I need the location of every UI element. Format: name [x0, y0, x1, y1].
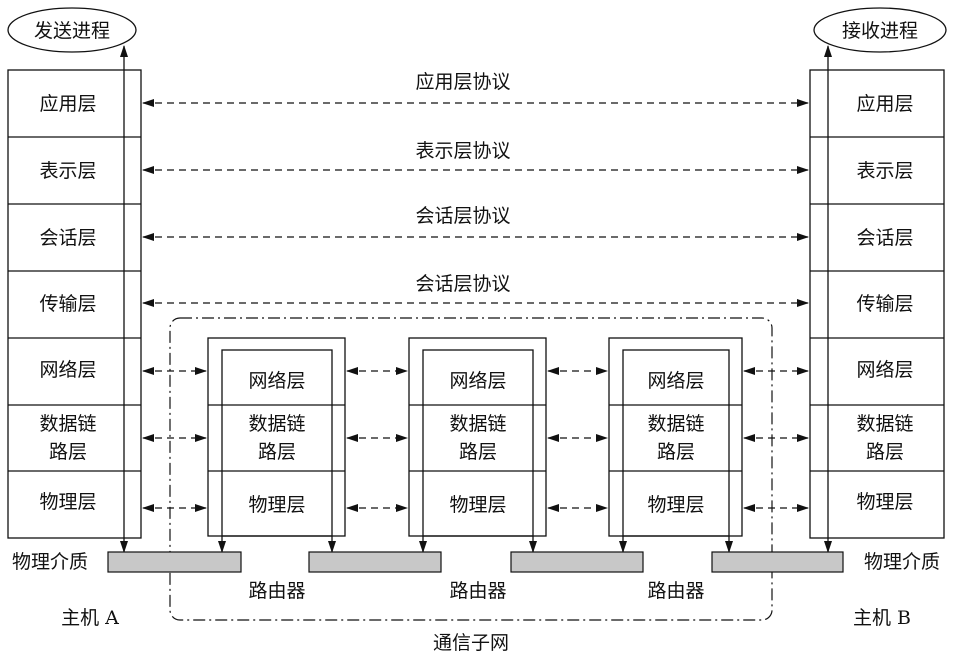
medium-segment-3	[510, 551, 644, 573]
host-a-layer-session: 会话层	[39, 227, 96, 249]
medium-label-left: 物理介质	[12, 551, 88, 573]
host-b-layer-physical: 物理层	[856, 491, 913, 513]
router-1-layer-datalink-2: 路层	[258, 441, 296, 463]
router-3-layer-network: 网络层	[647, 370, 704, 392]
host-a-layer-datalink-2: 路层	[49, 441, 87, 463]
receive-process-label: 接收进程	[842, 20, 918, 42]
router-1-layer-network: 网络层	[248, 370, 305, 392]
router-1-layer-datalink-1: 数据链	[248, 413, 305, 435]
host-b-layer-datalink-1: 数据链	[856, 413, 913, 435]
medium-segment-1	[107, 551, 242, 573]
router-2-layer-network: 网络层	[449, 370, 506, 392]
router-1-layer-physical: 物理层	[248, 494, 305, 516]
host-b-layer-application: 应用层	[856, 93, 913, 115]
hop-arrows	[142, 367, 809, 512]
router-3-layer-physical: 物理层	[647, 494, 704, 516]
host-b-label: 主机 B	[853, 607, 911, 629]
protocol-label-transport: 会话层协议	[415, 273, 510, 295]
host-a-layer-presentation: 表示层	[39, 160, 96, 182]
host-b-layer-presentation: 表示层	[856, 160, 913, 182]
router-label-2: 路由器	[449, 580, 506, 602]
medium-segment-2	[308, 551, 442, 573]
router-label-3: 路由器	[647, 580, 704, 602]
receive-process: 接收进程	[813, 7, 947, 53]
router-3-layer-datalink-1: 数据链	[647, 413, 704, 435]
host-a-label: 主机 A	[61, 607, 119, 629]
host-a-layer-datalink-1: 数据链	[39, 413, 96, 435]
medium-label-right: 物理介质	[864, 551, 940, 573]
host-b-layer-session: 会话层	[856, 227, 913, 249]
subnet-label: 通信子网	[433, 632, 509, 654]
protocol-label-presentation: 表示层协议	[415, 140, 510, 162]
router-3-layer-datalink-2: 路层	[657, 441, 695, 463]
router-1: 网络层 数据链 路层 物理层	[207, 337, 346, 553]
host-a-layer-transport: 传输层	[39, 293, 96, 315]
send-process: 发送进程	[7, 7, 137, 53]
host-b-stack: 应用层 表示层 会话层 传输层 网络层 数据链 路层 物理层	[809, 45, 945, 553]
protocol-label-application: 应用层协议	[415, 71, 510, 93]
peer-protocols: 应用层协议 表示层协议 会话层协议 会话层协议	[142, 71, 809, 307]
router-2: 网络层 数据链 路层 物理层	[408, 337, 547, 553]
host-a-layer-network: 网络层	[39, 359, 96, 381]
router-2-layer-datalink-2: 路层	[459, 441, 497, 463]
router-label-1: 路由器	[248, 580, 305, 602]
host-a-stack: 应用层 表示层 会话层 传输层 网络层 数据链 路层 物理层	[7, 45, 142, 553]
host-b-layer-transport: 传输层	[856, 293, 913, 315]
protocol-label-session: 会话层协议	[415, 205, 510, 227]
host-a-layer-application: 应用层	[39, 93, 96, 115]
router-3: 网络层 数据链 路层 物理层	[608, 337, 743, 553]
host-b-layer-network: 网络层	[856, 359, 913, 381]
host-b-layer-datalink-2: 路层	[866, 441, 904, 463]
physical-medium	[107, 551, 844, 573]
send-process-label: 发送进程	[34, 20, 110, 42]
medium-segment-4	[711, 551, 844, 573]
subnet-boundary	[169, 317, 773, 621]
router-2-layer-physical: 物理层	[449, 494, 506, 516]
host-a-layer-physical: 物理层	[39, 491, 96, 513]
router-2-layer-datalink-1: 数据链	[449, 413, 506, 435]
